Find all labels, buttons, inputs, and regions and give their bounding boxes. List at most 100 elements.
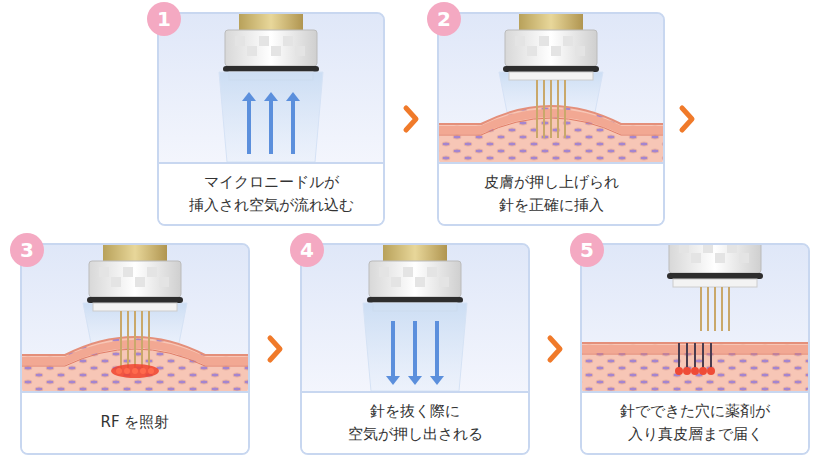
callout-number: 2 xyxy=(427,2,461,36)
step-caption: 針を抜く際に 空気が押し出される xyxy=(310,400,520,447)
step-chevron xyxy=(550,338,560,360)
panel-illustration xyxy=(302,245,528,395)
skin-dermis xyxy=(582,343,808,395)
device-logo xyxy=(99,267,109,277)
air-arrow-head xyxy=(286,92,300,101)
device-logo xyxy=(111,277,121,287)
callout-number: 4 xyxy=(290,233,324,267)
air-arrow xyxy=(435,321,439,377)
rf-dot xyxy=(148,368,154,374)
micro-needle xyxy=(127,311,129,369)
device-body xyxy=(669,245,761,273)
device-body xyxy=(505,30,597,66)
rf-dot xyxy=(140,368,146,374)
suction-cup xyxy=(363,303,467,391)
air-arrow-head xyxy=(242,92,256,101)
drug-dot xyxy=(691,367,699,375)
needle-hole xyxy=(694,343,696,369)
step-panel: 5針でできた穴に薬剤が 入り真皮層まで届く xyxy=(580,243,810,455)
rf-heat xyxy=(111,364,159,378)
device-logo xyxy=(235,36,245,46)
step-chevron xyxy=(406,108,416,130)
device-logo xyxy=(379,267,389,277)
micro-needle xyxy=(557,80,559,138)
air-arrow-head xyxy=(386,376,400,385)
caption-area: 針でできた穴に薬剤が 入り真皮層まで届く xyxy=(582,391,808,453)
device-logo xyxy=(679,245,689,253)
drug-dot xyxy=(699,367,707,375)
device-logo xyxy=(391,277,401,287)
device-body xyxy=(369,261,461,297)
device-grip xyxy=(239,14,303,30)
device-ring xyxy=(87,297,183,303)
air-arrow xyxy=(291,100,295,154)
device-logo xyxy=(739,253,749,263)
caption-area: RF を照射 xyxy=(22,391,248,453)
panel-ground xyxy=(159,14,383,166)
step-panel: 4針を抜く際に 空気が押し出される xyxy=(300,243,530,455)
micro-needle xyxy=(707,287,709,331)
air-arrow-head xyxy=(264,92,278,101)
device-logo xyxy=(715,253,725,263)
device-logo xyxy=(159,277,169,287)
chevron-head xyxy=(270,338,280,360)
suction-cup xyxy=(219,72,323,162)
device-logo xyxy=(691,253,701,263)
step-chevron xyxy=(270,338,280,360)
caption-area: 皮膚が押し上げられ 針を正確に挿入 xyxy=(439,162,663,224)
drug-dot xyxy=(683,367,691,375)
panel-ground xyxy=(302,245,528,395)
device-logo xyxy=(295,46,305,56)
rf-dot xyxy=(124,368,130,374)
device-body xyxy=(89,261,181,297)
device-logo xyxy=(259,36,269,46)
step-caption: マイクロニードルが 挿入され空気が流れ込む xyxy=(167,171,375,218)
step-caption: 針でできた穴に薬剤が 入り真皮層まで届く xyxy=(590,400,800,447)
caption-area: 針を抜く際に 空気が押し出される xyxy=(302,391,528,453)
chevron-head xyxy=(550,338,560,360)
step-chevron xyxy=(682,108,692,130)
device-logo xyxy=(283,36,293,46)
device-logo xyxy=(247,46,257,56)
rf-dot xyxy=(132,368,138,374)
device-grip xyxy=(519,14,583,30)
device-logo xyxy=(439,277,449,287)
micro-needle xyxy=(536,80,538,138)
needle-hole xyxy=(678,343,680,369)
device-logo xyxy=(135,277,145,287)
device-logo xyxy=(539,36,549,46)
device-logo xyxy=(727,245,737,253)
step-panel: 2皮膚が押し上げられ 針を正確に挿入 xyxy=(437,12,665,226)
device-ring xyxy=(223,66,319,72)
air-arrow xyxy=(413,321,417,377)
micro-needle xyxy=(141,311,143,369)
chevron-head xyxy=(682,108,692,130)
panel-illustration xyxy=(22,245,248,395)
micro-needle xyxy=(543,80,545,138)
device-logo xyxy=(123,267,133,277)
device-logo xyxy=(575,46,585,56)
callout-number: 5 xyxy=(570,233,604,267)
step-panel: 1マイクロニードルが 挿入され空気が流れ込む xyxy=(157,12,385,226)
device-logo xyxy=(527,46,537,56)
device-logo xyxy=(415,277,425,287)
air-arrow-head xyxy=(430,376,444,385)
air-arrow xyxy=(247,100,251,154)
device-tip xyxy=(673,279,757,287)
needle-hole xyxy=(702,343,704,369)
micro-needle xyxy=(728,287,730,331)
device-logo xyxy=(515,36,525,46)
micro-needle xyxy=(134,311,136,369)
micro-needle xyxy=(148,311,150,369)
device-tip xyxy=(509,72,593,80)
rf-dot xyxy=(116,368,122,374)
step-panel: 3RF を照射 xyxy=(20,243,250,455)
panel-illustration xyxy=(439,14,663,166)
device-tip xyxy=(93,303,177,311)
device-grip xyxy=(103,245,167,261)
drug-dot xyxy=(707,367,715,375)
device-logo xyxy=(703,245,713,253)
micro-needle xyxy=(550,80,552,138)
callout-number: 1 xyxy=(147,2,181,36)
callout-number: 3 xyxy=(10,233,44,267)
